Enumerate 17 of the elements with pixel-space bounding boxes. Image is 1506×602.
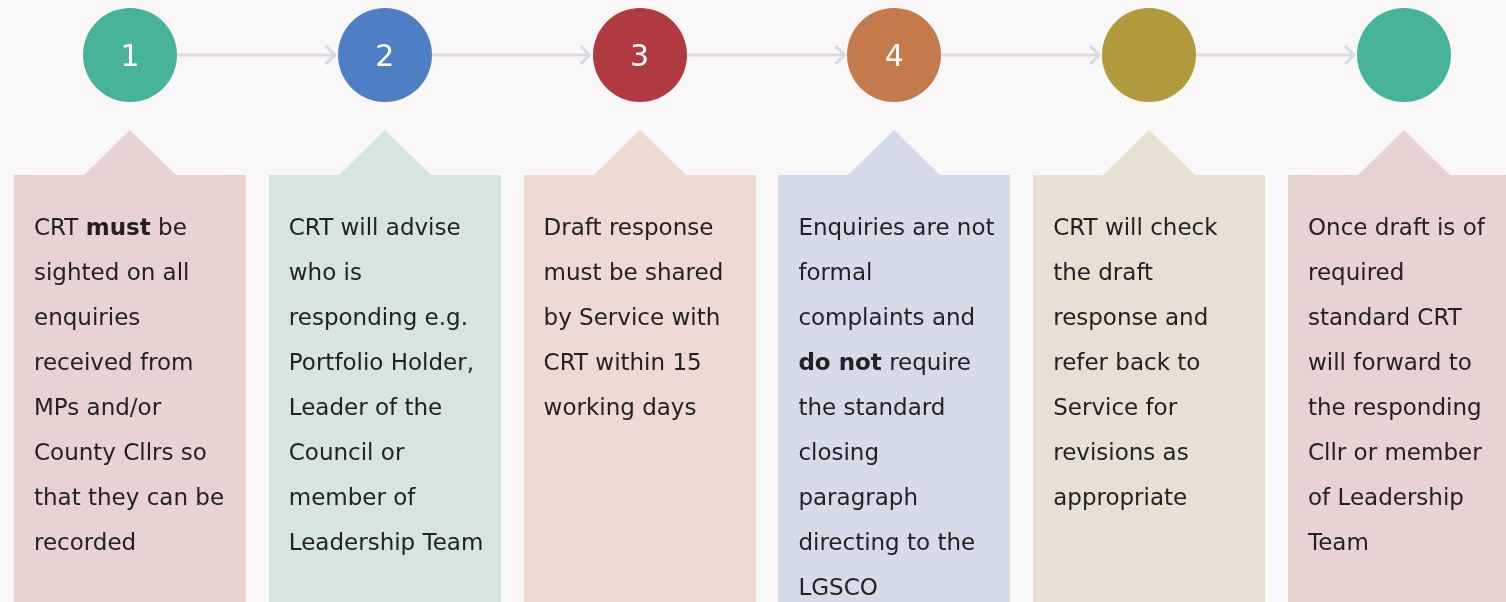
arrow xyxy=(686,44,846,66)
card-text: CRT will advise who is responding e.g. Portfolio Holder, Leader of the Council or member of Leadership Team xyxy=(288,213,485,557)
card-text: Draft response must be shared by Service with CRT within 15 working days xyxy=(543,213,725,422)
arrow xyxy=(431,44,592,66)
callout-card xyxy=(1033,130,1266,602)
card-text: CRT will check the draft response and refer back to Service for revisions as appropriate xyxy=(1053,213,1219,512)
card-text: Once draft is of required standard CRT will forward to the responding Cllr or member of Leadership Team xyxy=(1308,213,1487,557)
callout-card xyxy=(268,130,501,602)
card-text: CRT must be sighted on all enquiries received from MPs and/or County Cllrs so that they can be recorded xyxy=(34,213,226,557)
callout-card xyxy=(523,130,756,602)
callout-card xyxy=(14,130,246,602)
arrow xyxy=(941,44,1101,66)
arrow xyxy=(177,44,337,66)
card-text: Enquiries are not formal complaints and do not require the standard closing paragraph directing to the LGSCO xyxy=(798,213,996,602)
callout-card xyxy=(1288,130,1506,602)
callout-card xyxy=(778,130,1011,602)
arrow xyxy=(1196,44,1356,66)
